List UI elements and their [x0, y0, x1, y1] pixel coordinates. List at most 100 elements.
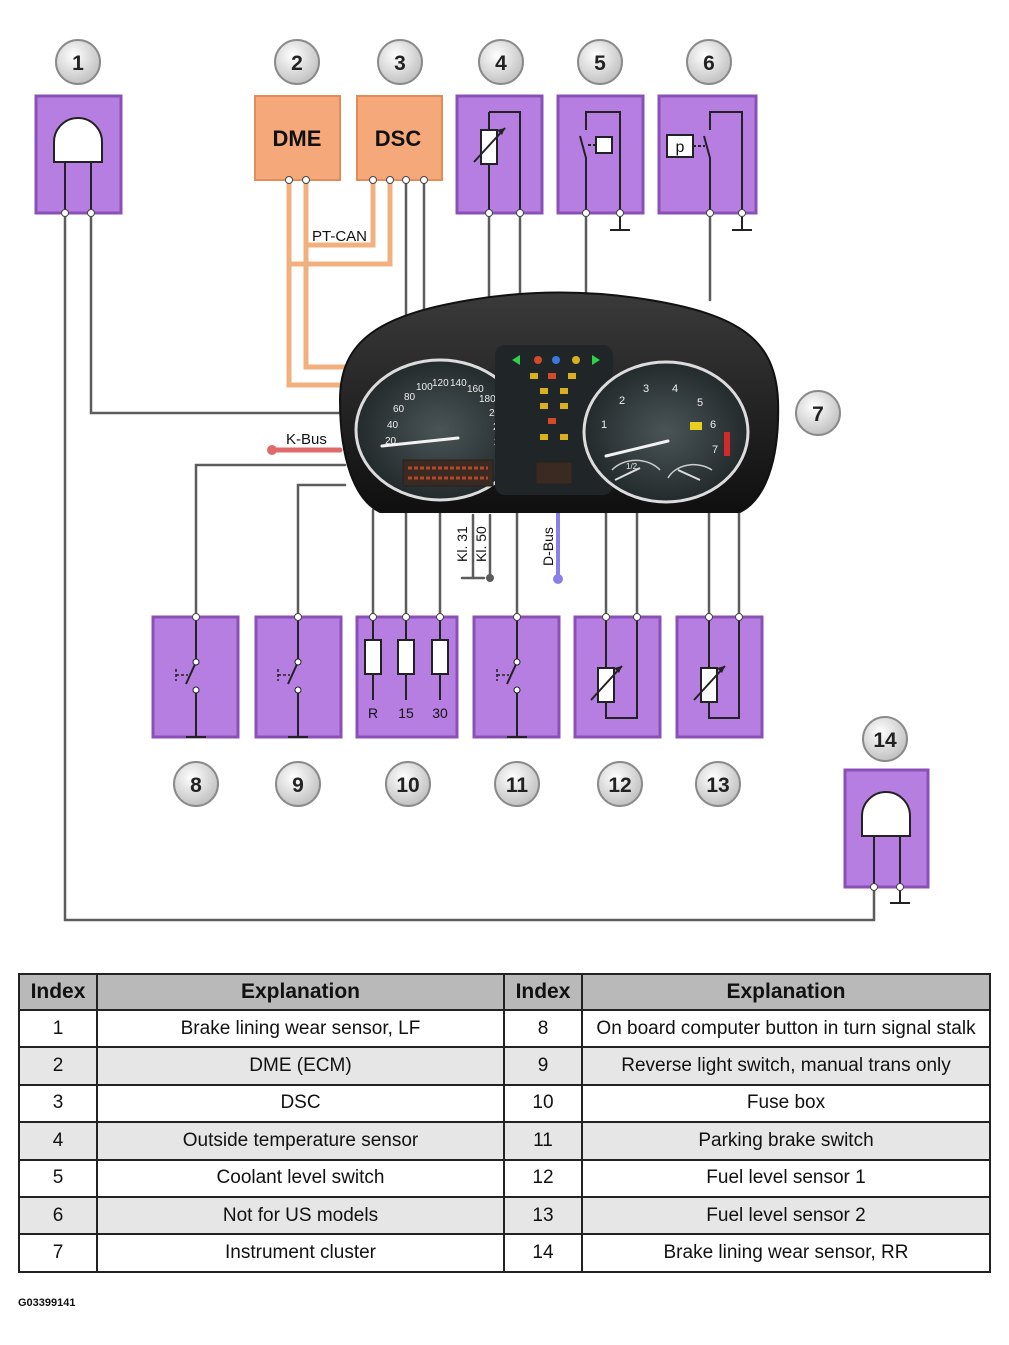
d-bus-terminal: [553, 574, 563, 584]
index-cell: 9: [503, 1046, 583, 1086]
header-index-right: Index: [503, 973, 583, 1011]
fuse-label-30: 30: [432, 705, 448, 721]
speedometer: 20 40 60 80 100 120 140 160 180 200 220 …: [354, 358, 526, 502]
callouts: 1 2 3 4 5 6 7 8 9 10 11 12 13 14: [55, 39, 908, 807]
callout-7: 7: [795, 390, 841, 436]
explanation-cell: DSC: [96, 1083, 505, 1124]
index-cell: 8: [503, 1008, 583, 1049]
callout-9-text: 9: [292, 774, 304, 797]
outside-temp-sensor: [455, 94, 544, 217]
callout-4-text: 4: [495, 52, 507, 75]
tacho-tick-6: 6: [710, 419, 716, 431]
explanation-cell: Outside temperature sensor: [96, 1121, 505, 1161]
tacho-tick-7: 7: [712, 444, 718, 456]
explanation-cell: Brake lining wear sensor, RR: [581, 1233, 991, 1273]
index-cell: 1: [18, 1008, 98, 1049]
header-explanation-right: Explanation: [581, 973, 991, 1011]
callout-10: 10: [385, 761, 431, 807]
indicator-panel: [495, 345, 613, 495]
callout-3-text: 3: [394, 52, 406, 75]
pt-can-label: PT-CAN: [312, 228, 367, 245]
kl50-terminal: [486, 574, 494, 582]
callout-2-text: 2: [291, 52, 303, 75]
explanation-cell: Coolant level switch: [96, 1158, 505, 1198]
parking-brake-switch: [472, 613, 561, 739]
explanation-cell: Fuse box: [581, 1083, 991, 1124]
table-row: 6 Not for US models 13 Fuel level sensor…: [18, 1195, 991, 1236]
table-row: 5 Coolant level switch 12 Fuel level sen…: [18, 1158, 991, 1198]
callout-12-text: 12: [608, 774, 631, 797]
instrument-cluster: 20 40 60 80 100 120 140 160 180 200 220 …: [338, 291, 780, 513]
index-cell: 2: [18, 1046, 98, 1086]
index-cell: 12: [503, 1158, 583, 1198]
callout-1: 1: [55, 39, 101, 85]
header-explanation-left: Explanation: [96, 973, 505, 1011]
explanation-cell: Fuel level sensor 1: [581, 1158, 991, 1198]
fuel-level-sensor-2: [675, 613, 764, 739]
speedo-tick-120: 120: [432, 378, 449, 389]
kl50-label: Kl. 50: [473, 526, 489, 562]
pressure-symbol: p: [676, 139, 685, 156]
tacho-tick-3: 3: [643, 383, 649, 395]
index-cell: 6: [18, 1195, 98, 1236]
tacho-tick-4: 4: [672, 383, 678, 395]
tacho-tick-1: 1: [601, 419, 607, 431]
speedo-needle: [380, 436, 460, 448]
callout-14: 14: [862, 716, 908, 762]
explanation-cell: Instrument cluster: [96, 1233, 505, 1273]
callout-13: 13: [695, 761, 741, 807]
callout-4: 4: [478, 39, 524, 85]
speedo-tick-20: 20: [385, 436, 397, 447]
callout-3: 3: [377, 39, 423, 85]
index-cell: 13: [503, 1195, 583, 1236]
tachometer: 1 2 3 4 5 6 7 1/2: [582, 360, 750, 504]
reverse-light-switch: [254, 613, 343, 739]
pt-can-wires: [286, 177, 393, 388]
obc-button-switch: [151, 613, 240, 739]
kl31-label: Kl. 31: [454, 526, 470, 562]
fuse-label-r: R: [368, 705, 378, 721]
speedo-tick-40: 40: [387, 420, 399, 431]
table-row: 1 Brake lining wear sensor, LF 8 On boar…: [18, 1008, 991, 1049]
explanation-cell: DME (ECM): [96, 1046, 505, 1086]
callout-12: 12: [597, 761, 643, 807]
callout-13-text: 13: [706, 774, 729, 797]
speedo-tick-160: 160: [467, 384, 484, 395]
callout-6: 6: [686, 39, 732, 85]
k-bus-label: K-Bus: [286, 431, 327, 448]
callout-1-text: 1: [72, 52, 84, 75]
callout-9: 9: [275, 761, 321, 807]
brake-wear-sensor-lf: [34, 94, 123, 217]
explanation-cell: Reverse light switch, manual trans only: [581, 1046, 991, 1086]
callout-11: 11: [494, 761, 540, 807]
speedo-tick-60: 60: [393, 404, 405, 415]
callout-7-text: 7: [812, 403, 824, 426]
coolant-level-switch: [556, 94, 645, 231]
explanation-cell: Not for US models: [96, 1195, 505, 1236]
callout-11-text: 11: [506, 774, 529, 797]
index-cell: 7: [18, 1233, 98, 1273]
index-cell: 3: [18, 1083, 98, 1124]
table-row: 4 Outside temperature sensor 11 Parking …: [18, 1121, 991, 1161]
callout-14-text: 14: [873, 729, 897, 752]
callout-6-text: 6: [703, 52, 715, 75]
index-cell: 11: [503, 1121, 583, 1161]
speedo-tick-100: 100: [416, 382, 433, 393]
dme-label: DME: [273, 126, 322, 151]
explanation-cell: Brake lining wear sensor, LF: [96, 1008, 505, 1049]
header-index-left: Index: [18, 973, 98, 1011]
tacho-tick-2: 2: [619, 395, 625, 407]
fuel-half-label: 1/2: [626, 462, 638, 471]
callout-8-text: 8: [190, 774, 202, 797]
legend-table: Index Explanation Index Explanation 1 Br…: [18, 973, 991, 1273]
legend-header-row: Index Explanation Index Explanation: [18, 973, 991, 1011]
callout-8: 8: [173, 761, 219, 807]
brake-wear-sensor-rr: [843, 768, 930, 904]
index-cell: 14: [503, 1233, 583, 1273]
table-row: 7 Instrument cluster 14 Brake lining wea…: [18, 1233, 991, 1273]
callout-10-text: 10: [396, 774, 419, 797]
signal-wires: [63, 178, 876, 922]
fuel-level-sensor-1: [573, 613, 662, 739]
explanation-cell: Fuel level sensor 2: [581, 1195, 991, 1236]
dsc-label: DSC: [375, 126, 422, 151]
